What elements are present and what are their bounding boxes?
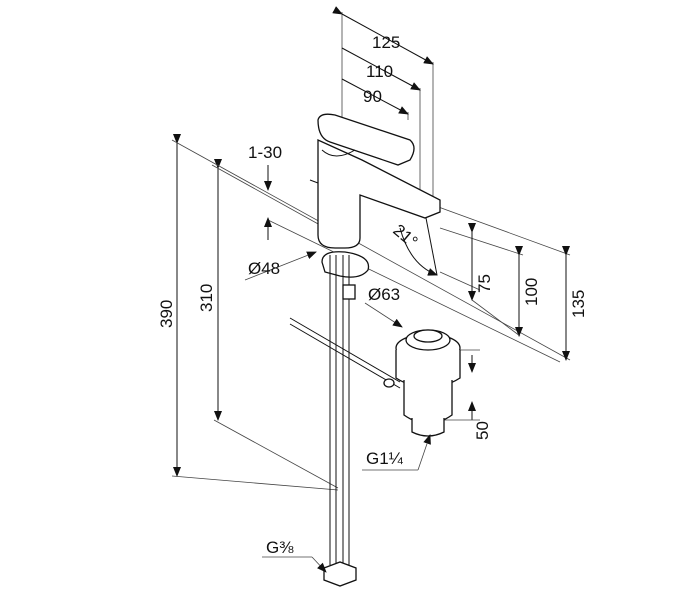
label-50: 50: [473, 421, 492, 440]
label-angle-21: 21°: [389, 221, 421, 252]
label-1-30: 1-30: [248, 143, 282, 162]
leader-d63: [364, 302, 403, 328]
pop-up-waste: [289, 317, 461, 437]
label-90: 90: [363, 87, 382, 106]
faucet-body: [309, 113, 441, 278]
label-g114: G1¼: [366, 449, 404, 468]
label-d63: Ø63: [368, 285, 400, 304]
right-dimensions: [432, 204, 571, 421]
label-100: 100: [522, 278, 541, 306]
label-310: 310: [197, 284, 216, 312]
supply-hoses: [323, 255, 357, 587]
leader-g38-arrow: [311, 556, 327, 573]
leader-g114-arrow: [417, 434, 431, 471]
label-75: 75: [475, 274, 494, 293]
label-390: 390: [157, 300, 176, 328]
label-d48: Ø48: [248, 259, 280, 278]
label-125: 125: [372, 33, 400, 52]
label-g38: G⅜: [266, 538, 294, 557]
top-dimensions: [332, 6, 434, 212]
label-135: 135: [569, 290, 588, 318]
label-110: 110: [366, 62, 393, 81]
leader-d48: [244, 251, 317, 281]
